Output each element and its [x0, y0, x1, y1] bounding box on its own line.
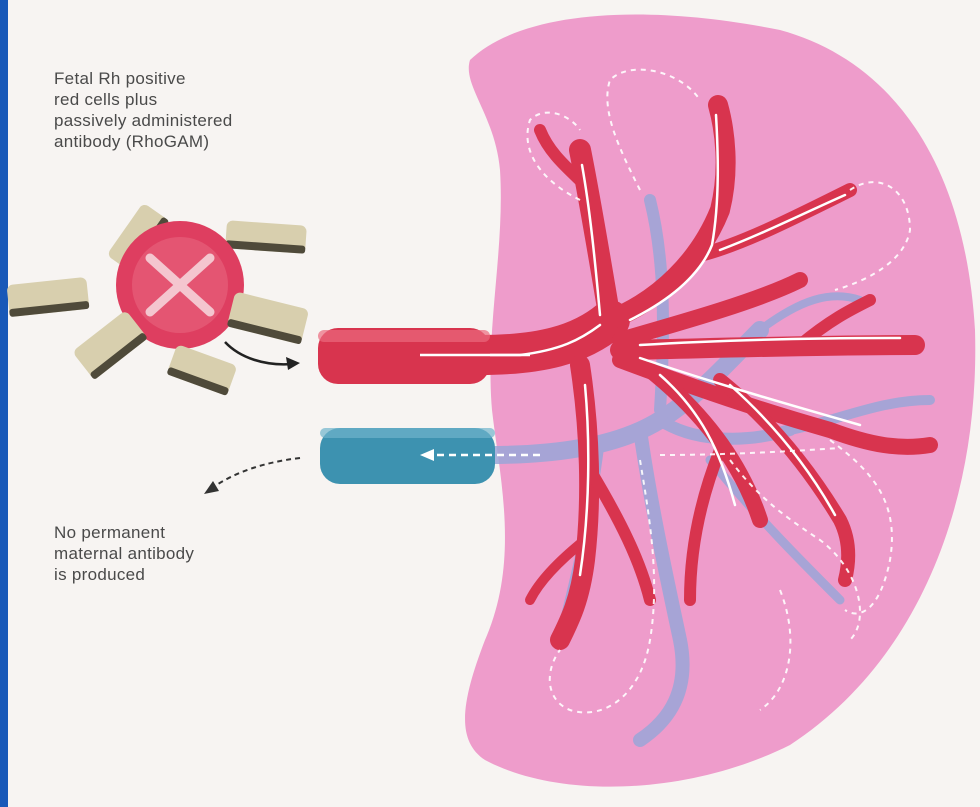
caption-line: red cells plus: [54, 89, 233, 110]
caption-line: passively administered: [54, 110, 233, 131]
curved-arrow-right-icon: [225, 342, 300, 370]
caption-line: maternal antibody: [54, 543, 194, 564]
caption-line: Fetal Rh positive: [54, 68, 233, 89]
antibody-fragment-icon: [166, 344, 237, 396]
caption-line: No permanent: [54, 522, 194, 543]
caption-line: antibody (RhoGAM): [54, 131, 233, 152]
rhogam-caption: Fetal Rh positive red cells plus passive…: [54, 68, 233, 152]
dashed-arrow-left-icon: [204, 458, 300, 494]
rhogam-cell-cluster: [7, 203, 310, 396]
antibody-fragment-icon: [227, 291, 309, 344]
caption-line: is produced: [54, 564, 194, 585]
antibody-fragment-icon: [7, 277, 90, 317]
antibody-fragment-icon: [225, 220, 307, 254]
no-antibody-caption: No permanent maternal antibody is produc…: [54, 522, 194, 585]
